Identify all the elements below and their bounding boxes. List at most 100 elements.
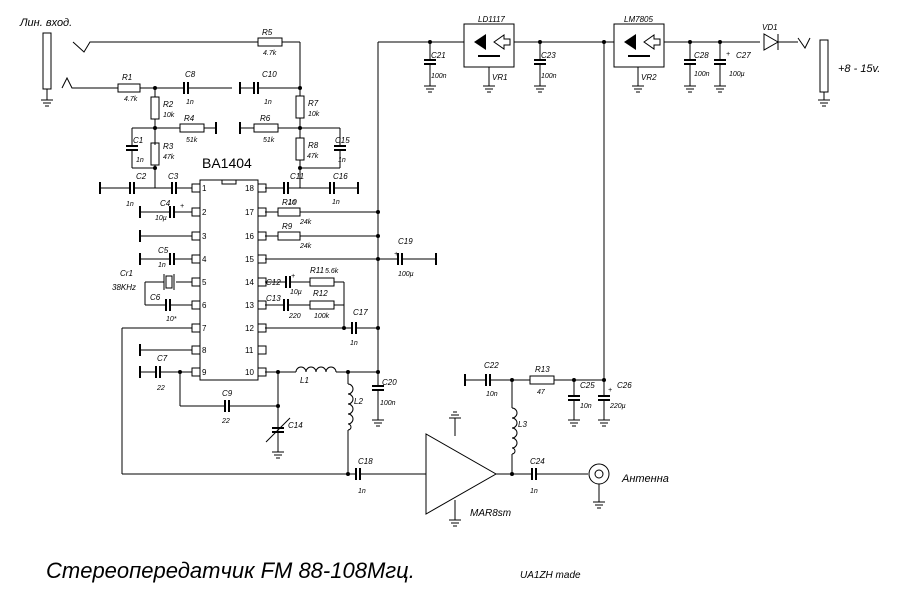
components: + + + + + [117,23,780,515]
svg-text:C9: C9 [222,389,233,398]
resistor-r4 [179,123,205,133]
svg-text:1: 1 [202,184,207,193]
svg-text:C10: C10 [262,70,277,79]
svg-text:8: 8 [202,346,207,355]
inductor-l2 [347,383,354,431]
regulator-vr2 [613,23,665,68]
vr1-type: LD1117 [478,15,505,24]
svg-text:51k: 51k [263,137,275,144]
resistor-r12 [309,300,335,310]
svg-text:C5: C5 [158,246,169,255]
svg-text:R7: R7 [308,99,319,108]
svg-text:R2: R2 [163,100,174,109]
svg-text:16: 16 [245,232,254,241]
svg-text:100n: 100n [694,71,710,78]
svg-text:R13: R13 [535,365,550,374]
svg-text:1n: 1n [332,199,340,206]
svg-text:+: + [726,51,730,58]
svg-text:R10: R10 [282,198,297,207]
svg-text:220µ: 220µ [609,403,626,410]
svg-text:C8: C8 [185,70,196,79]
svg-text:7: 7 [202,324,207,333]
svg-text:C17: C17 [353,308,368,317]
resistor-r10 [277,207,301,217]
svg-text:+: + [291,273,295,280]
polarity-marks: + + + + + [180,51,730,394]
svg-text:R11: R11 [310,266,324,275]
vr2-ref: VR2 [641,73,657,82]
svg-text:C23: C23 [541,51,556,60]
input-label: Лин. вход. [19,17,72,29]
svg-text:100k: 100k [314,313,330,320]
svg-text:13: 13 [245,301,254,310]
regulator-vr1 [463,23,515,68]
labels: Лин. вход. +8 - 15v. Антенна BA1404 LD11… [19,15,880,583]
svg-text:C1: C1 [133,136,143,145]
svg-text:24k: 24k [299,243,312,250]
svg-text:R12: R12 [313,289,328,298]
svg-text:1n: 1n [350,340,358,347]
line-input-connector [42,32,52,90]
svg-text:L3: L3 [518,420,527,429]
resistor-r13 [529,375,555,385]
svg-text:1n: 1n [126,201,134,208]
svg-text:C2: C2 [136,172,147,181]
wires [41,32,830,527]
svg-text:R4: R4 [184,114,195,123]
power-connector [819,39,829,93]
inductor-l1 [295,366,337,373]
svg-text:11: 11 [245,346,254,355]
resistor-r6 [253,123,279,133]
svg-text:1n: 1n [136,157,144,164]
svg-text:C25: C25 [580,381,595,390]
svg-text:10n: 10n [580,403,592,410]
svg-text:C16: C16 [333,172,348,181]
svg-text:R3: R3 [163,142,174,151]
resistor-r1 [117,83,141,93]
resistor-r5 [257,37,283,47]
crystal-freq: 38KHz [112,283,136,292]
resistor-r8 [295,137,305,161]
svg-text:10: 10 [245,368,254,377]
crystal-ref: Cr1 [120,269,133,278]
component-labels: R5 4.7k R1 4.7k R2 10k R4 51k R3 47k R7 … [122,28,751,495]
svg-text:R1: R1 [122,73,132,82]
svg-text:100n: 100n [431,73,447,80]
antenna-connector [588,463,610,485]
svg-text:4.7k: 4.7k [124,96,138,103]
capacitors [126,59,726,480]
svg-text:6: 6 [202,301,207,310]
svg-text:C4: C4 [160,199,171,208]
svg-text:10µ: 10µ [290,289,302,296]
svg-text:51k: 51k [186,137,198,144]
svg-text:C7: C7 [157,354,168,363]
svg-text:C6: C6 [150,293,161,302]
diode-vd1 [763,33,780,51]
svg-text:R8: R8 [308,141,319,150]
svg-text:47k: 47k [163,154,175,161]
svg-text:18: 18 [245,184,254,193]
resistor-r9 [277,231,301,241]
svg-text:C18: C18 [358,457,373,466]
svg-text:1n: 1n [264,99,272,106]
svg-text:1n: 1n [158,262,166,269]
svg-text:R5: R5 [262,28,273,37]
svg-text:C24: C24 [530,457,545,466]
svg-text:C14: C14 [288,421,303,430]
crystal-cr1 [165,275,173,289]
diagram-title: Стереопередатчик FM 88-108Мгц. [46,558,415,583]
svg-text:3: 3 [202,232,207,241]
chip-pins [191,183,267,377]
svg-text:2: 2 [202,208,207,217]
svg-text:10n: 10n [486,391,498,398]
svg-text:+: + [608,387,612,394]
svg-text:R6: R6 [260,114,271,123]
junction-dots [153,40,722,476]
svg-text:100µ: 100µ [729,71,745,78]
svg-text:L2: L2 [354,397,363,406]
svg-text:100n: 100n [380,400,396,407]
svg-text:C3: C3 [168,172,179,181]
svg-text:1n: 1n [338,157,346,164]
svg-text:C12: C12 [266,278,281,287]
svg-text:100µ: 100µ [398,271,414,278]
